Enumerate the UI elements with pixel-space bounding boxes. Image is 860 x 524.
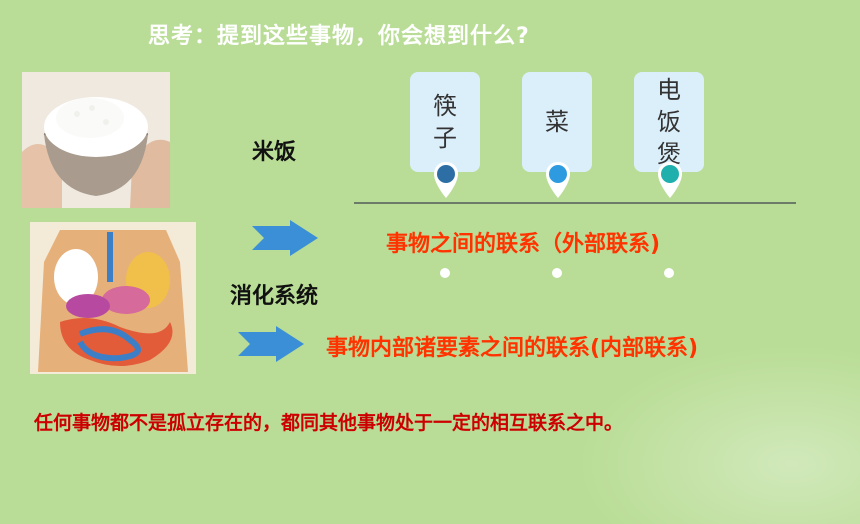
timeline-dot: [664, 268, 674, 278]
timeline-dot: [440, 268, 450, 278]
timeline-line: [354, 202, 796, 204]
pill-vegetable-char-1: 菜: [545, 108, 569, 136]
rice-photo: [22, 72, 170, 208]
pill-chopsticks-char-2: 子: [433, 124, 457, 152]
external-connection-text: 事物之间的联系（外部联系): [386, 232, 661, 257]
timeline-dot: [552, 268, 562, 278]
pill-chopsticks: 筷 子: [410, 72, 480, 172]
pill-rice-cooker-char-1: 电: [657, 76, 681, 104]
pill-vegetable: 菜: [522, 72, 592, 172]
pill-chopsticks-char-1: 筷: [433, 92, 457, 120]
right-arrow-icon: [238, 326, 304, 362]
page-title: 思考：提到这些事物，你会想到什么?: [148, 24, 530, 49]
pill-rice-cooker-char-2: 饭: [657, 108, 681, 136]
digestive-system-label: 消化系统: [230, 284, 319, 309]
conclusion-text: 任何事物都不是孤立存在的，都同其他事物处于一定的相互联系之中。: [34, 412, 624, 434]
map-pin-icon: [658, 162, 682, 198]
map-pin-icon: [546, 162, 570, 198]
right-arrow-icon: [252, 220, 318, 256]
digestive-system-photo: [30, 222, 196, 374]
map-pin-icon: [434, 162, 458, 198]
internal-connection-text: 事物内部诸要素之间的联系(内部联系): [326, 336, 699, 361]
pill-rice-cooker: 电 饭 煲: [634, 72, 704, 172]
rice-label: 米饭: [252, 140, 297, 165]
